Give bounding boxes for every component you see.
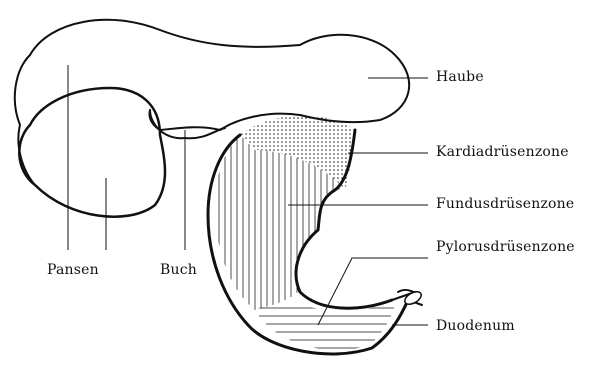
label-pansen: Pansen — [47, 263, 99, 277]
rumen-reticulum-outline — [30, 20, 409, 130]
label-pylorus: Pylorusdrüsenzone — [436, 240, 575, 254]
omasum-outline — [150, 110, 225, 138]
label-fundus: Fundusdrüsenzone — [436, 197, 574, 211]
rumen-outline — [19, 88, 165, 217]
label-haube: Haube — [436, 70, 484, 84]
label-kardia: Kardiadrüsenzone — [436, 145, 569, 159]
label-duodenum: Duodenum — [436, 319, 515, 333]
label-buch: Buch — [160, 263, 197, 277]
